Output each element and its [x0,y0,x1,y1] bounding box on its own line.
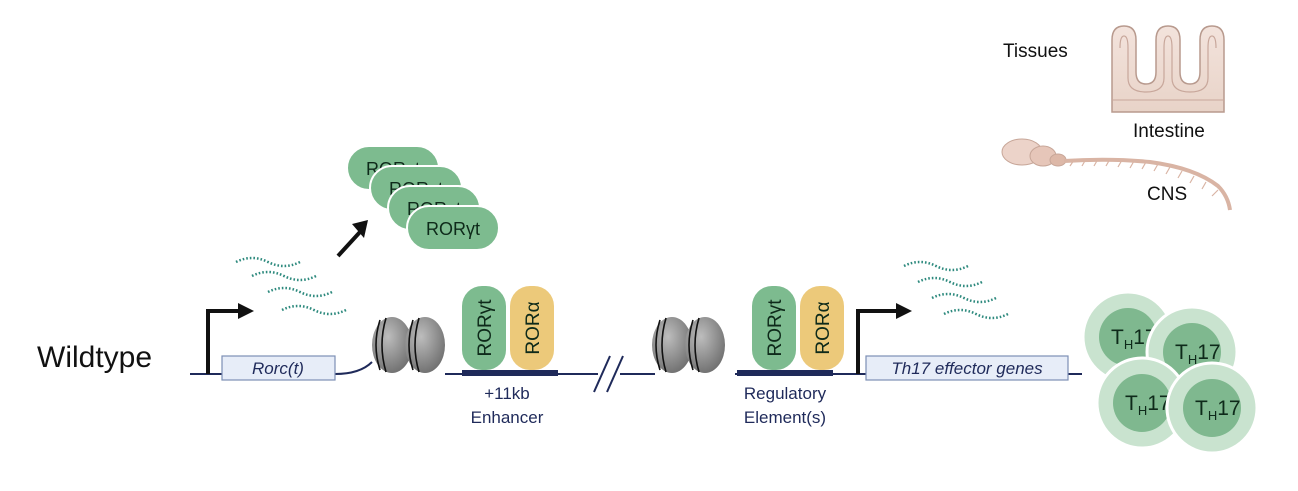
rorgt-tf: RORγt [462,286,506,370]
enhancer-region [462,370,558,376]
rora-tf: RORα [800,286,844,370]
cns-icon [1001,138,1232,211]
th17-cell-label: TH17 [1195,397,1241,423]
enhancer-label-line2: Enhancer [471,408,544,427]
rora-tf: RORα [510,286,554,370]
th17-cell-label: TH17 [1125,392,1171,418]
cns-label: CNS [1147,184,1187,205]
intestine-icon [1111,25,1225,113]
th17-cell: TH17 [1095,356,1189,450]
nucleosome-group-1 [372,317,445,373]
rorgt-tf-label: RORγt [765,299,786,357]
regulatory-tf-pair: RORγt RORα [752,286,844,370]
rorc-mrna-group [235,256,347,316]
rorgt-tf-label: RORγt [475,299,496,357]
tissues-label: Tissues [1003,41,1068,62]
intestine-label: Intestine [1133,121,1205,142]
effector-mrna-group [903,260,1009,320]
rora-tf-label: RORα [523,301,544,354]
effector-gene-box [865,355,1069,381]
rorc-gene-label: Rorc(t) [252,359,304,378]
effector-gene-label: Th17 effector genes [891,359,1043,378]
rorgt-protein-stack: RORγtRORγtRORγtRORγt [346,145,500,251]
th17-cell: TH17 [1165,361,1259,455]
regulatory-label-line1: Regulatory [744,384,827,403]
rora-tf-label: RORα [813,301,834,354]
promoter-arrow-effector [856,303,912,374]
promoter-arrow-rorc [206,303,254,374]
translation-arrow [336,220,368,258]
regulatory-label-line2: Element(s) [744,408,826,427]
regulatory-region [737,370,833,376]
nucleosome-group-2 [652,317,725,373]
dna-break-mark [593,355,624,393]
rorgt-protein-label: RORγt [426,219,480,239]
enhancer-label-line1: +11kb [484,384,530,403]
rorc-gene-box [221,355,336,381]
enhancer-tf-pair: RORγt RORα [462,286,554,370]
wildtype-label: Wildtype [37,341,152,374]
rorgt-tf: RORγt [752,286,796,370]
th17-cell-label: TH17 [1175,341,1221,367]
rorgt-protein: RORγt [406,205,500,251]
